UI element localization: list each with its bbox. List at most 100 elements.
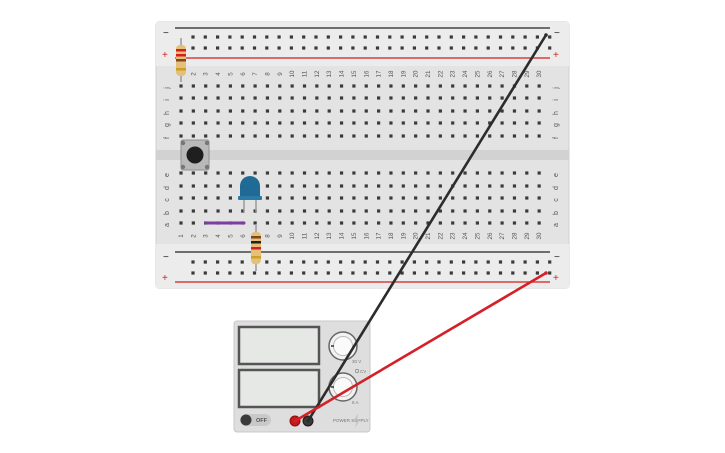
terminal-hole[interactable] [352,171,356,175]
terminal-hole[interactable] [426,96,430,100]
rail-hole[interactable] [363,260,367,264]
rail-hole[interactable] [252,271,257,275]
rail-hole[interactable] [240,271,244,275]
terminal-hole[interactable] [512,121,517,125]
terminal-hole[interactable] [463,184,467,188]
terminal-hole[interactable] [352,221,356,225]
terminal-hole[interactable] [241,134,245,138]
terminal-hole[interactable] [290,96,294,100]
rail-hole[interactable] [191,35,195,39]
rail-hole[interactable] [388,260,392,264]
terminal-hole[interactable] [537,221,541,225]
rail-hole[interactable] [400,260,404,264]
rail-hole[interactable] [400,46,404,50]
rail-hole[interactable] [474,271,478,275]
rail-hole[interactable] [191,271,195,275]
terminal-hole[interactable] [228,109,232,113]
rail-hole[interactable] [289,46,293,50]
terminal-hole[interactable] [451,109,455,113]
terminal-hole[interactable] [525,84,529,88]
rail-hole[interactable] [548,35,552,39]
terminal-hole[interactable] [426,171,430,175]
terminal-hole[interactable] [463,84,467,88]
terminal-hole[interactable] [253,84,257,88]
rail-hole[interactable] [375,46,380,50]
terminal-hole[interactable] [475,109,479,113]
terminal-hole[interactable] [500,121,504,125]
terminal-hole[interactable] [414,84,418,88]
terminal-hole[interactable] [352,196,356,200]
rail-hole[interactable] [412,271,416,275]
terminal-hole[interactable] [463,121,467,125]
terminal-hole[interactable] [414,109,418,113]
terminal-hole[interactable] [364,84,368,88]
terminal-hole[interactable] [302,171,307,175]
rail-hole[interactable] [425,46,429,50]
black-wire[interactable] [306,33,548,423]
rail-hole[interactable] [511,260,515,264]
rail-hole[interactable] [474,46,478,50]
terminal-hole[interactable] [228,84,232,88]
terminal-hole[interactable] [438,109,442,113]
terminal-hole[interactable] [475,84,479,88]
rail-hole[interactable] [265,271,269,275]
terminal-hole[interactable] [377,121,381,125]
terminal-hole[interactable] [265,209,270,213]
terminal-hole[interactable] [389,184,393,188]
rail-hole[interactable] [314,271,318,275]
terminal-hole[interactable] [488,221,492,225]
terminal-hole[interactable] [191,209,195,213]
terminal-hole[interactable] [426,196,430,200]
terminal-hole[interactable] [290,84,294,88]
terminal-hole[interactable] [278,184,282,188]
rail-hole[interactable] [240,46,244,50]
terminal-hole[interactable] [475,196,479,200]
terminal-hole[interactable] [537,84,541,88]
terminal-hole[interactable] [377,184,381,188]
terminal-hole[interactable] [327,184,331,188]
terminal-hole[interactable] [265,134,270,138]
rail-hole[interactable] [351,35,355,39]
terminal-hole[interactable] [278,221,282,225]
terminal-hole[interactable] [352,109,356,113]
rail-hole[interactable] [498,35,503,39]
terminal-hole[interactable] [426,209,430,213]
terminal-hole[interactable] [278,209,282,213]
rail-hole[interactable] [289,271,293,275]
terminal-hole[interactable] [525,96,529,100]
terminal-hole[interactable] [191,171,195,175]
rail-hole[interactable] [449,260,453,264]
terminal-hole[interactable] [389,196,393,200]
terminal-hole[interactable] [451,196,455,200]
terminal-hole[interactable] [179,109,183,113]
terminal-hole[interactable] [204,96,208,100]
rail-hole[interactable] [412,35,416,39]
terminal-hole[interactable] [377,134,381,138]
terminal-hole[interactable] [339,196,344,200]
terminal-hole[interactable] [389,134,393,138]
rail-hole[interactable] [437,35,441,39]
terminal-hole[interactable] [377,171,381,175]
terminal-hole[interactable] [401,84,405,88]
terminal-hole[interactable] [265,221,270,225]
terminal-hole[interactable] [179,209,183,213]
rail-hole[interactable] [375,271,380,275]
terminal-hole[interactable] [315,121,319,125]
rail-hole[interactable] [228,35,232,39]
terminal-hole[interactable] [438,96,442,100]
terminal-hole[interactable] [204,84,208,88]
terminal-hole[interactable] [537,96,541,100]
terminal-hole[interactable] [364,221,368,225]
terminal-hole[interactable] [512,109,517,113]
terminal-hole[interactable] [253,221,257,225]
terminal-hole[interactable] [179,134,183,138]
rail-hole[interactable] [535,271,539,275]
rail-hole[interactable] [548,271,552,275]
terminal-hole[interactable] [364,171,368,175]
terminal-hole[interactable] [327,96,331,100]
terminal-hole[interactable] [352,121,356,125]
terminal-hole[interactable] [352,84,356,88]
terminal-hole[interactable] [463,109,467,113]
terminal-hole[interactable] [339,121,344,125]
terminal-hole[interactable] [426,221,430,225]
